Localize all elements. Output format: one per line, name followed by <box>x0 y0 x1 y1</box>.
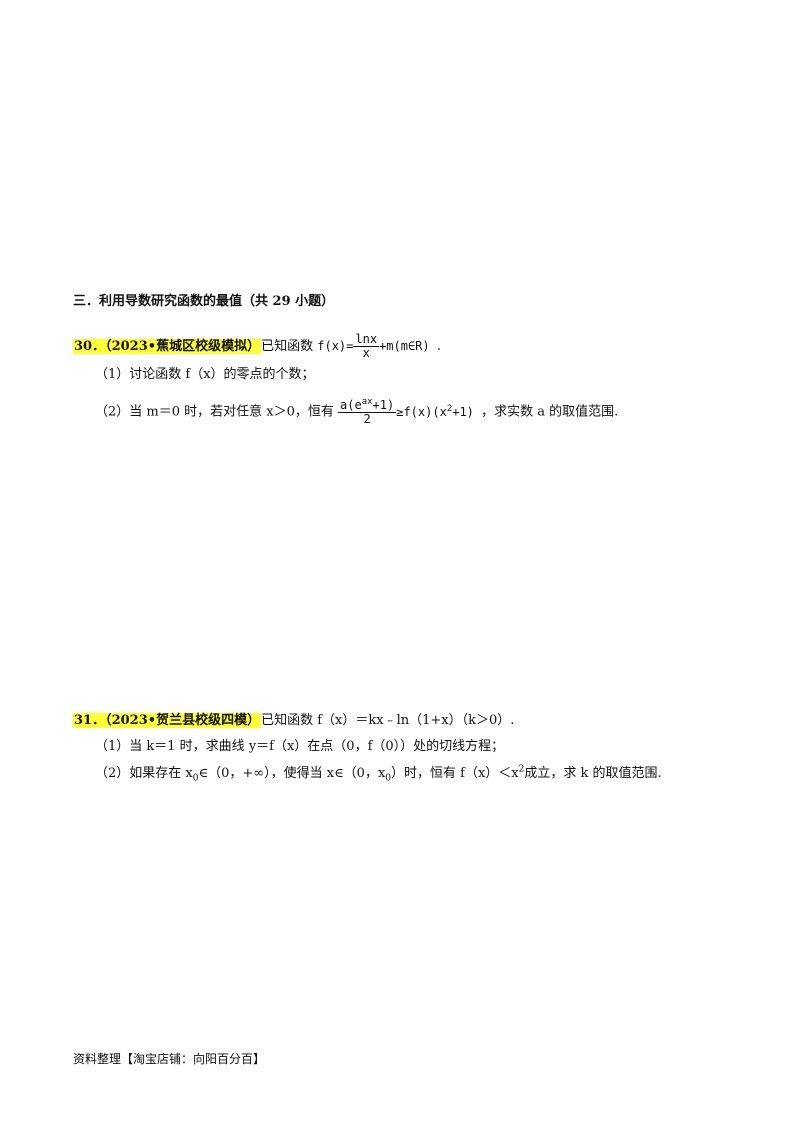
question-31-part-2: （2）如果存在 x0∈（0，+∞），使得当 x∈（0，x0）时，恒有 f（x）＜… <box>95 764 662 784</box>
inequality-denominator: 2 <box>363 412 371 427</box>
formula-rhs: +m(m∈R) <box>379 339 430 354</box>
question-31-source: 31．（2023•贺兰县校级四模） <box>73 713 262 728</box>
part-2-prefix: （2）当 m＝0 时，若对任意 x＞0，恒有 <box>95 404 334 420</box>
question-30-part-1: （1）讨论函数 f（x）的零点的个数； <box>95 367 315 382</box>
inequality-numerator: a(eax+1) <box>338 397 397 414</box>
formula-lhs: f(x)= <box>317 339 354 354</box>
question-31-statement: 已知函数 f（x）＝kx﹣ln（1+x）（k＞0）. <box>261 713 515 728</box>
question-30-part-2: （2）当 m＝0 时，若对任意 x＞0，恒有 a(eax+1)2≥f(x)(x 2… <box>95 397 619 427</box>
inequality-fraction: a(eax+1)2 <box>338 397 397 427</box>
question-30-source: 30．（2023•蕉城区校级模拟） <box>73 339 262 355</box>
fraction-denominator: x <box>362 346 370 361</box>
fraction-numerator: lnx <box>353 332 380 348</box>
question-30-intro: 已知函数 <box>261 339 314 355</box>
question-30-inequality: a(eax+1)2≥f(x)(x2+1) <box>338 397 474 427</box>
question-30-end: . <box>436 339 442 355</box>
footer-note: 资料整理【淘宝店铺：向阳百分百】 <box>73 1052 266 1066</box>
section-title: 三．利用导数研究函数的最值（共 29 小题） <box>73 294 335 309</box>
question-31-part-1: （1）当 k＝1 时，求曲线 y＝f（x）在点（0，f（0））处的切线方程； <box>95 739 505 754</box>
question-31-stem: 31．（2023•贺兰县校级四模）已知函数 f（x）＝kx﹣ln（1+x）（k＞… <box>73 709 514 728</box>
part-2-suffix: ，求实数 a 的取值范围. <box>481 404 619 420</box>
inequality-rhs: ≥f(x)(x <box>396 404 447 419</box>
